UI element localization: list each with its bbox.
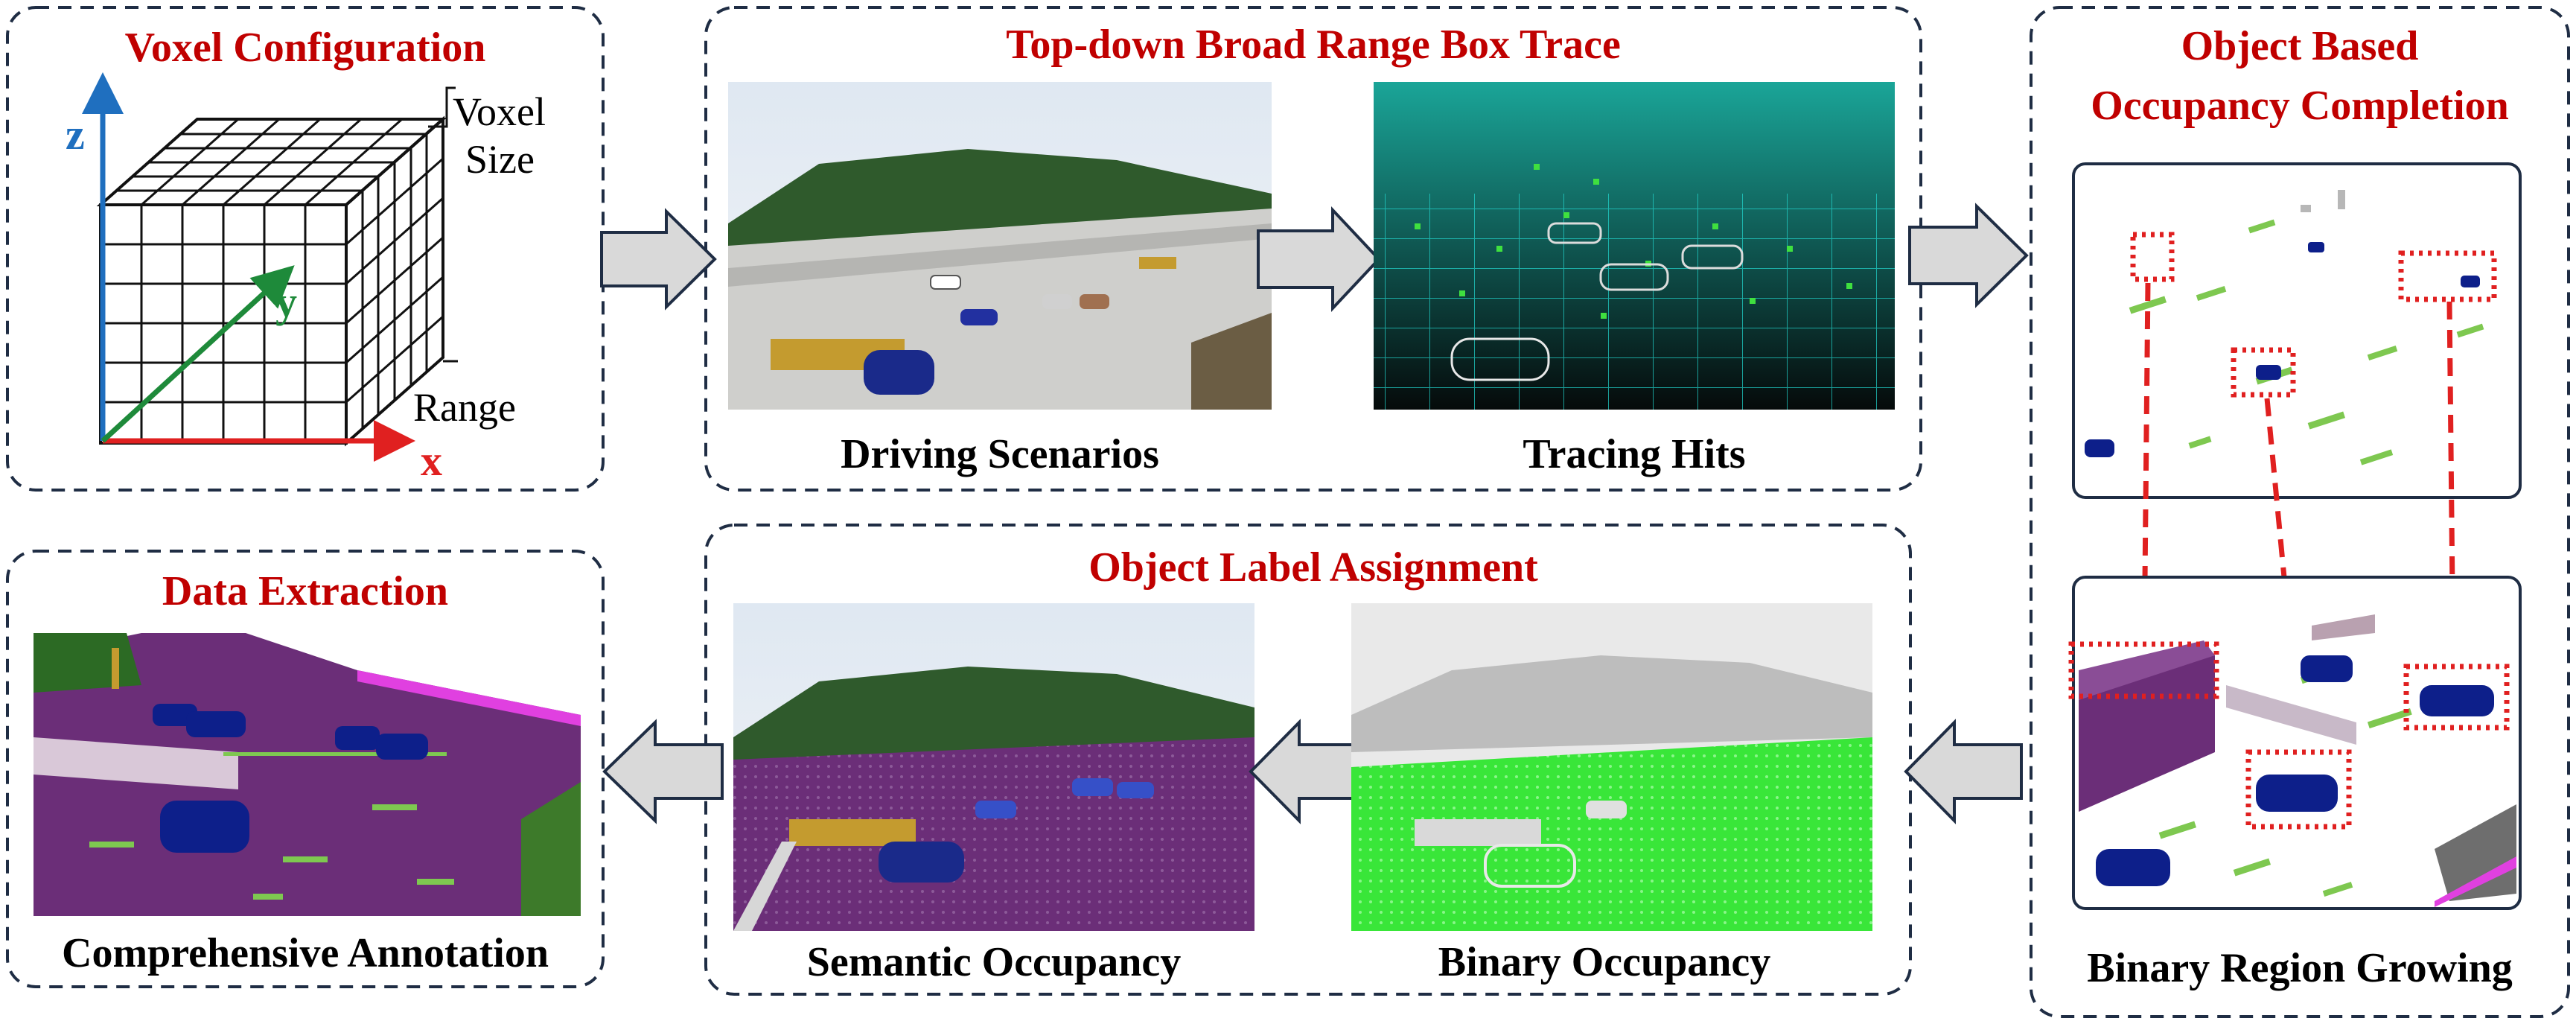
- panel-border: [6, 550, 605, 988]
- sparse-voxels: [2085, 190, 2484, 465]
- range-label: Range: [413, 385, 516, 430]
- y-axis: [101, 265, 295, 443]
- process-arrow-right-icon: [1257, 206, 1381, 313]
- axis-label-x: x: [421, 436, 442, 485]
- sparse-occupancy-view: [2072, 162, 2522, 499]
- panel-occupancy-completion: Object Based Occupancy Completion: [2030, 6, 2570, 1018]
- panel-title: Voxel Configuration: [125, 25, 486, 71]
- panel-title-line-2: Occupancy Completion: [2091, 83, 2509, 129]
- vehicle-icon: [864, 350, 934, 395]
- highlight-box: [2398, 250, 2497, 302]
- panel-title: Object Label Assignment: [1088, 544, 1538, 591]
- vehicle-icon: [1450, 337, 1550, 381]
- caption-driving-scenarios: Driving Scenarios: [841, 431, 1159, 477]
- highlight-box: [2068, 641, 2219, 699]
- voxel-size-label-1: Voxel: [453, 89, 546, 134]
- panel-title: Data Extraction: [162, 568, 448, 614]
- panel-title: Top-down Broad Range Box Trace: [1006, 22, 1621, 68]
- panel-voxel-configuration: Voxel Configuration: [6, 6, 605, 492]
- highlight-box: [2245, 749, 2352, 830]
- region-growing-arrow: [2437, 301, 2469, 678]
- caption-binary-occupancy: Binary Occupancy: [1438, 939, 1770, 985]
- panel-border: [6, 6, 605, 492]
- caption-binary-region-growing: Binary Region Growing: [2087, 945, 2512, 991]
- axis-label-z: z: [66, 110, 85, 159]
- panel-object-label-assignment: Object Label Assignment Semantic Occupan…: [704, 524, 1912, 996]
- driving-scenario-image: [728, 82, 1272, 410]
- region-growing-arrow: [2129, 282, 2161, 671]
- comprehensive-annotation-image: [34, 633, 581, 916]
- binary-occupancy-image: [1351, 603, 1872, 931]
- process-arrow-right-icon: [1908, 203, 2029, 308]
- voxel-size-bracket: [428, 86, 456, 128]
- process-arrow-left-icon: [1904, 719, 2023, 824]
- highlight-box: [2231, 347, 2296, 398]
- caption-tracing-hits: Tracing Hits: [1523, 431, 1745, 477]
- caption-semantic-occupancy: Semantic Occupancy: [807, 939, 1181, 985]
- vehicle-icon: [160, 801, 249, 853]
- voxel-size-label-2: Size: [465, 137, 535, 182]
- semantic-occupancy-image: [733, 603, 1254, 931]
- vehicle-icon: [1484, 844, 1576, 888]
- panel-box-trace: Top-down Broad Range Box Trace Driving S…: [704, 6, 1922, 492]
- vehicle-icon: [879, 842, 964, 883]
- process-arrow-left-icon: [602, 719, 724, 824]
- panel-data-extraction: Data Extraction Comprehensive Annotation: [6, 550, 605, 988]
- panel-title-line-1: Object Based: [2181, 23, 2419, 69]
- process-arrow-right-icon: [600, 208, 717, 311]
- tracing-hits-image: [1374, 82, 1895, 410]
- caption-comprehensive-annotation: Comprehensive Annotation: [62, 930, 549, 976]
- highlight-box: [2130, 232, 2175, 282]
- axis-label-y: y: [275, 278, 297, 326]
- completed-voxels: [2079, 614, 2516, 907]
